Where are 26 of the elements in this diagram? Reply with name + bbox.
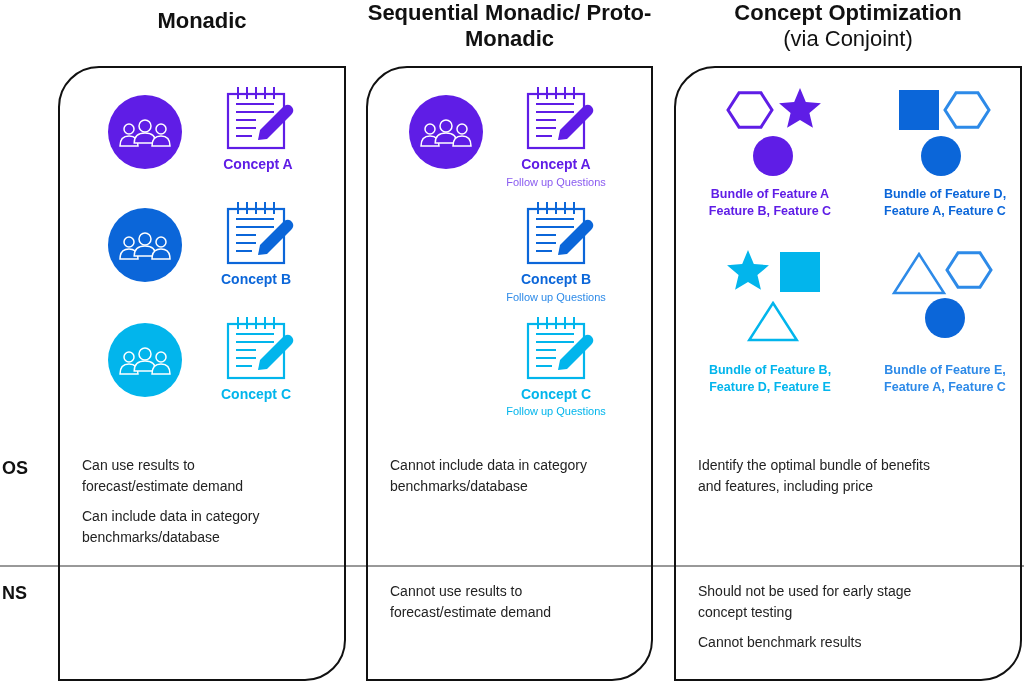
follow-up-note: Follow up Questions [505,404,607,418]
concept-label: Concept A [222,155,294,173]
description-text: Can include data in category benchmarks/database [82,507,261,547]
row-label: OS [2,457,29,479]
concept-label: Concept B [520,270,592,288]
follow-up-note: Follow up Questions [505,175,607,189]
row-label: NS [2,582,28,604]
concept-label: Concept C [520,385,592,403]
bundle-label: Bundle of Feature E, Feature A, Feature C [883,362,1007,396]
bundle-label: Bundle of Feature A Feature B, Feature C [707,186,833,220]
concept-label: Concept B [220,270,292,288]
concept-label: Concept A [520,155,592,173]
column-heading: Concept Optimization [733,0,963,26]
bundle-label: Bundle of Feature D, Feature A, Feature C [882,186,1008,220]
description-text: Cannot include data in category benchmarks/database [390,456,588,496]
bundle-label: Bundle of Feature B, Feature D, Feature E [707,362,833,396]
description-text: Cannot use results to forecast/estimate demand [390,582,553,622]
description-text: Identify the optimal bundle of benefits and features, including price [698,456,931,496]
column-subheading: (via Conjoint) [782,26,914,52]
concept-label: Concept C [220,385,292,403]
description-text: Should not be used for early stage concept testing [698,582,913,622]
description-text: Cannot benchmark results [698,633,863,652]
column-heading: Monadic [156,8,248,34]
column-heading: Sequential Monadic/ Proto-Monadic [366,0,653,52]
description-text: Can use results to forecast/estimate demand [82,456,245,496]
follow-up-note: Follow up Questions [505,290,607,304]
